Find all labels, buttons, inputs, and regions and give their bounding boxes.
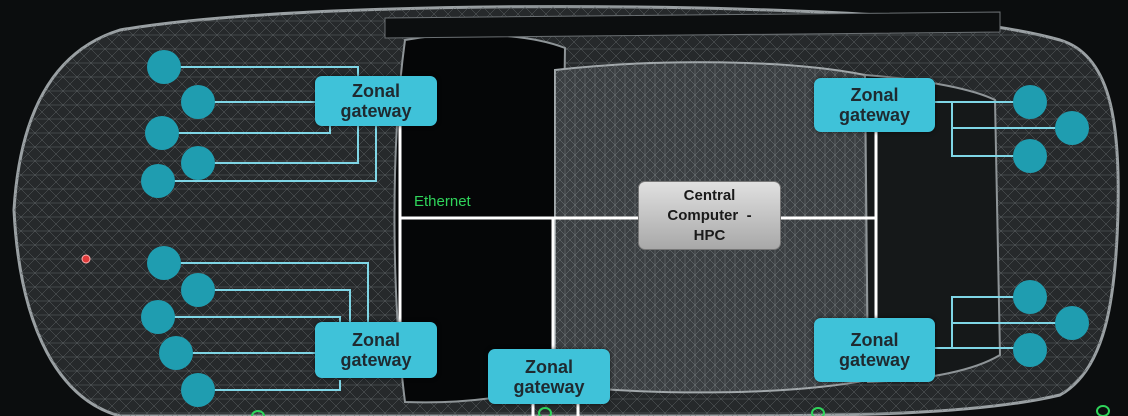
- sensor-node: [159, 336, 193, 370]
- sensor-node: [181, 273, 215, 307]
- gateway-label-line1: Zonal: [352, 81, 400, 101]
- sensor-node: [1013, 85, 1047, 119]
- central-label-line3: HPC: [693, 226, 726, 244]
- zonal-gateway-rear-top: Zonal gateway: [814, 78, 935, 132]
- sensor-nodes: [141, 50, 1089, 407]
- gateway-label-line2: gateway: [340, 350, 412, 370]
- gateway-label-line1: Zonal: [850, 85, 899, 105]
- sensor-node: [1055, 306, 1089, 340]
- sensor-node: [181, 373, 215, 407]
- sensor-node: [141, 164, 175, 198]
- gateway-label-line1: Zonal: [850, 330, 899, 350]
- bottom-edge-markers: [251, 405, 1110, 416]
- sensor-node: [1055, 111, 1089, 145]
- sensor-node: [141, 300, 175, 334]
- gateway-label-line2: gateway: [838, 105, 911, 125]
- gateway-label-line1: Zonal: [525, 356, 573, 377]
- zonal-gateway-front-bottom: Zonal gateway: [315, 322, 437, 378]
- central-label-line1: Central: [683, 186, 736, 204]
- zonal-gateway-rear-bottom: Zonal gateway: [814, 318, 935, 382]
- sensor-wires: [158, 66, 1072, 391]
- sensor-node: [147, 246, 181, 280]
- sensor-node: [1013, 333, 1047, 367]
- sensor-node: [147, 50, 181, 84]
- gateway-label-line1: Zonal: [352, 330, 400, 350]
- sensor-node: [1013, 139, 1047, 173]
- central-label-line2: Computer -: [667, 206, 752, 224]
- marker-dot: [81, 254, 91, 264]
- sensor-node: [181, 85, 215, 119]
- central-computer-hpc: Central Computer - HPC: [638, 181, 781, 250]
- gateway-label-line2: gateway: [340, 101, 412, 121]
- sensor-node: [1013, 280, 1047, 314]
- zonal-gateway-middle-bottom: Zonal gateway: [488, 349, 610, 404]
- sensor-node: [181, 146, 215, 180]
- gateway-label-line2: gateway: [838, 350, 911, 370]
- ethernet-backbone: [398, 126, 878, 416]
- gateway-label-line2: gateway: [513, 376, 585, 397]
- zonal-gateway-front-top: Zonal gateway: [315, 76, 437, 126]
- ethernet-label: Ethernet: [414, 193, 471, 210]
- sensor-node: [145, 116, 179, 150]
